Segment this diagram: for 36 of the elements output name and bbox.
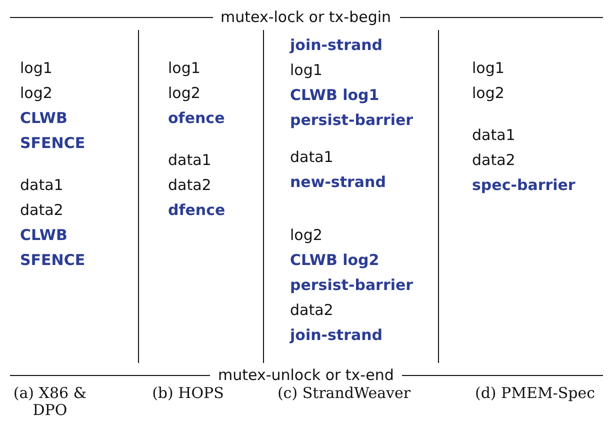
instruction-text: dfence xyxy=(168,201,226,219)
operation-text: log2 xyxy=(20,84,52,102)
instruction-text: CLWB log2 xyxy=(290,251,380,269)
instruction-text: ofence xyxy=(168,109,225,127)
instruction-text: CLWB xyxy=(20,109,68,127)
instruction-text: spec-barrier xyxy=(472,176,576,194)
section-heading: mutex-unlock or tx-end xyxy=(218,366,394,384)
instruction-text: join-strand xyxy=(290,326,383,344)
instruction-text: CLWB log1 xyxy=(290,86,380,104)
operation-text: log2 xyxy=(290,226,322,244)
operation-text: data1 xyxy=(472,126,516,144)
operation-text: log2 xyxy=(168,84,200,102)
operation-text: data1 xyxy=(20,176,64,194)
operation-text: log2 xyxy=(472,84,504,102)
instruction-text: persist-barrier xyxy=(290,276,414,294)
instruction-text: persist-barrier xyxy=(290,111,414,129)
operation-text: data2 xyxy=(472,151,516,169)
operation-text: log1 xyxy=(290,61,322,79)
instruction-text: join-strand xyxy=(290,36,383,54)
operation-text: log1 xyxy=(20,59,52,77)
operation-text: data1 xyxy=(290,148,334,166)
operation-text: data1 xyxy=(168,151,212,169)
operation-text: data2 xyxy=(168,176,212,194)
operation-text: log1 xyxy=(472,59,504,77)
instruction-text: new-strand xyxy=(290,173,386,191)
operation-text: data2 xyxy=(290,301,334,319)
column-caption: (c) StrandWeaver xyxy=(276,385,412,402)
instruction-text: SFENCE xyxy=(20,251,86,269)
instruction-text: CLWB xyxy=(20,226,68,244)
column-caption: (b) HOPS xyxy=(151,385,225,402)
operation-text: log1 xyxy=(168,59,200,77)
instruction-text: SFENCE xyxy=(20,134,86,152)
section-heading: mutex-lock or tx-begin xyxy=(220,8,392,26)
column-caption: (d) PMEM-Spec xyxy=(474,385,596,402)
column-caption: (a) X86 & DPO xyxy=(12,385,88,419)
operation-text: data2 xyxy=(20,201,64,219)
